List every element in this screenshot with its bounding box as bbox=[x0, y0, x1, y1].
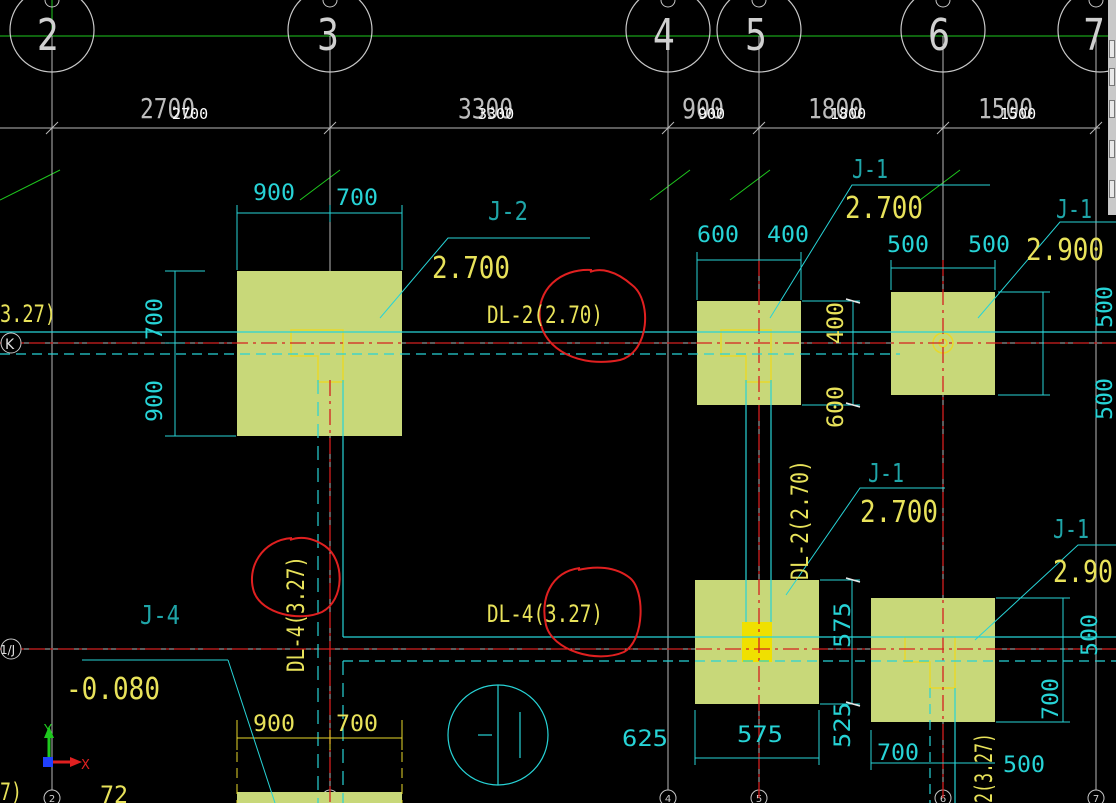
dim-525-vert: 525 bbox=[831, 702, 856, 748]
elev-j2: 2.700 bbox=[432, 251, 510, 286]
axis-bubbles-top[interactable] bbox=[9, 0, 1116, 73]
axis-label-6: 6 bbox=[928, 10, 950, 61]
dim-ticks bbox=[45, 121, 1103, 135]
ucs-icon: Y X bbox=[43, 723, 90, 773]
column-solid bbox=[742, 622, 772, 662]
beam-label-dl4-horizontal: DL-4(3.27) bbox=[487, 600, 603, 628]
dim-700-vert: 700 bbox=[143, 298, 168, 340]
row-tag-k: K bbox=[5, 337, 15, 353]
axis-bubble-7 bbox=[1057, 0, 1116, 73]
row-tag-1j: 1/J bbox=[0, 643, 15, 657]
label-j1-b: J-1 bbox=[1056, 195, 1092, 225]
bottom-axis-4: 4 bbox=[665, 794, 671, 803]
dim-500-b: 500 bbox=[968, 233, 1010, 258]
dim-575-bottom: 575 bbox=[737, 723, 783, 748]
toolbar-button-5[interactable] bbox=[1109, 180, 1115, 198]
dim-500-vert-a: 500 bbox=[1093, 286, 1116, 328]
axis-label-2: 2 bbox=[37, 10, 59, 61]
dim-600: 600 bbox=[697, 223, 739, 248]
dim-top-large-1500: 1500 bbox=[978, 92, 1033, 125]
dim-top-large-900: 900 bbox=[682, 92, 724, 125]
label-j1-d: J-1 bbox=[1053, 515, 1089, 545]
leader-lines bbox=[82, 184, 1116, 803]
toolbar-button-2[interactable] bbox=[1109, 68, 1115, 86]
elev-j1-b: 2.900 bbox=[1026, 233, 1104, 268]
axis-label-4: 4 bbox=[653, 10, 675, 61]
label-j1-a: J-1 bbox=[852, 155, 888, 185]
right-toolbar[interactable] bbox=[1108, 0, 1116, 215]
dim-top-large-1800: 1800 bbox=[808, 92, 863, 125]
dim-top-small-1800: 1800 bbox=[830, 105, 866, 123]
axis-label-5: 5 bbox=[745, 10, 767, 61]
dim-top-large-3300: 3300 bbox=[458, 92, 513, 125]
row-tags: K 1/J bbox=[0, 332, 22, 660]
dim-top-large-2700: 2700 bbox=[140, 92, 195, 125]
dim-top-small-900: 900 bbox=[698, 105, 725, 123]
dim-625: 625 bbox=[622, 727, 668, 752]
dim-900-bottom: 900 bbox=[253, 712, 295, 737]
dim-500-a: 500 bbox=[887, 233, 929, 258]
edge-label-72: 72 bbox=[100, 781, 128, 803]
axis-label-3: 3 bbox=[317, 10, 339, 61]
toolbar-button-3[interactable] bbox=[1109, 100, 1115, 118]
annotation-circle-3 bbox=[543, 566, 642, 658]
dim-500-vert-c: 500 bbox=[1078, 614, 1103, 656]
dim-500-bottom-right: 500 bbox=[1003, 753, 1045, 778]
axis-bubble-6 bbox=[900, 0, 986, 73]
bottom-axis-7: 7 bbox=[1093, 794, 1099, 803]
axis-bubble-5 bbox=[716, 0, 802, 73]
dim-400-vert-yellow: 400 bbox=[824, 302, 849, 344]
dim-top-small-3300: 3300 bbox=[478, 105, 514, 123]
annotation-circle-2 bbox=[251, 536, 341, 618]
footing-j4-partial bbox=[237, 792, 402, 803]
label-j2: J-2 bbox=[488, 197, 528, 227]
beam-label-dl2-vertical: DL-2(2.70) bbox=[786, 460, 814, 580]
elev-ground: -0.080 bbox=[66, 672, 160, 707]
dim-900-vert: 900 bbox=[143, 380, 168, 422]
ucs-x-label: X bbox=[81, 758, 90, 773]
center-lines bbox=[0, 260, 1116, 803]
dim-700-bottom: 700 bbox=[336, 712, 378, 737]
label-j4: J-4 bbox=[140, 601, 180, 631]
dim-600-vert-yellow: 600 bbox=[824, 386, 849, 428]
elev-j1-a: 2.700 bbox=[845, 191, 923, 226]
bottom-axis-5: 5 bbox=[756, 794, 762, 803]
dim-700-bottom-right: 700 bbox=[877, 741, 919, 766]
section-marker[interactable] bbox=[447, 684, 549, 786]
footing-j1-d bbox=[871, 598, 995, 722]
edge-label-left-bottom: 7) bbox=[0, 778, 22, 803]
axis-bubble-2 bbox=[9, 0, 95, 73]
toolbar-button-1[interactable] bbox=[1109, 40, 1115, 58]
dim-700-vert-c: 700 bbox=[1039, 678, 1064, 720]
dim-700-top: 700 bbox=[336, 186, 378, 211]
axis-label-7: 7 bbox=[1083, 10, 1105, 61]
bottom-axis-6: 6 bbox=[940, 794, 946, 803]
edge-label-left-top: 3.27) bbox=[0, 300, 56, 328]
beam-label-dl2-horizontal: DL-2(2.70) bbox=[487, 301, 603, 329]
dim-900-top: 900 bbox=[253, 181, 295, 206]
beam-lines bbox=[0, 331, 1116, 803]
dim-575-vert: 575 bbox=[831, 602, 856, 648]
annotation-circles[interactable] bbox=[251, 268, 647, 658]
footing-j1-a bbox=[697, 301, 801, 405]
ucs-y-label: Y bbox=[43, 723, 52, 738]
bottom-axis-2: 2 bbox=[49, 794, 55, 803]
dim-top-small-2700: 2700 bbox=[172, 105, 208, 123]
axis-bubble-3 bbox=[287, 0, 373, 73]
beam-label-dl4-vertical: DL-4(3.27) bbox=[282, 556, 310, 672]
label-j1-c: J-1 bbox=[868, 459, 904, 489]
axis-bubble-4 bbox=[625, 0, 711, 73]
footing-dim-lines bbox=[165, 205, 1070, 770]
toolbar-button-4[interactable] bbox=[1109, 140, 1115, 158]
dim-400: 400 bbox=[767, 223, 809, 248]
beam-label-bottom-right: 2(3.27) bbox=[970, 733, 998, 803]
dim-top-small-1500: 1500 bbox=[1000, 105, 1036, 123]
elev-j1-c: 2.700 bbox=[860, 495, 938, 530]
elev-j1-d: 2.90 bbox=[1053, 555, 1113, 590]
annotation-circle-1 bbox=[538, 268, 647, 363]
dim-500-vert-b: 500 bbox=[1093, 378, 1116, 420]
